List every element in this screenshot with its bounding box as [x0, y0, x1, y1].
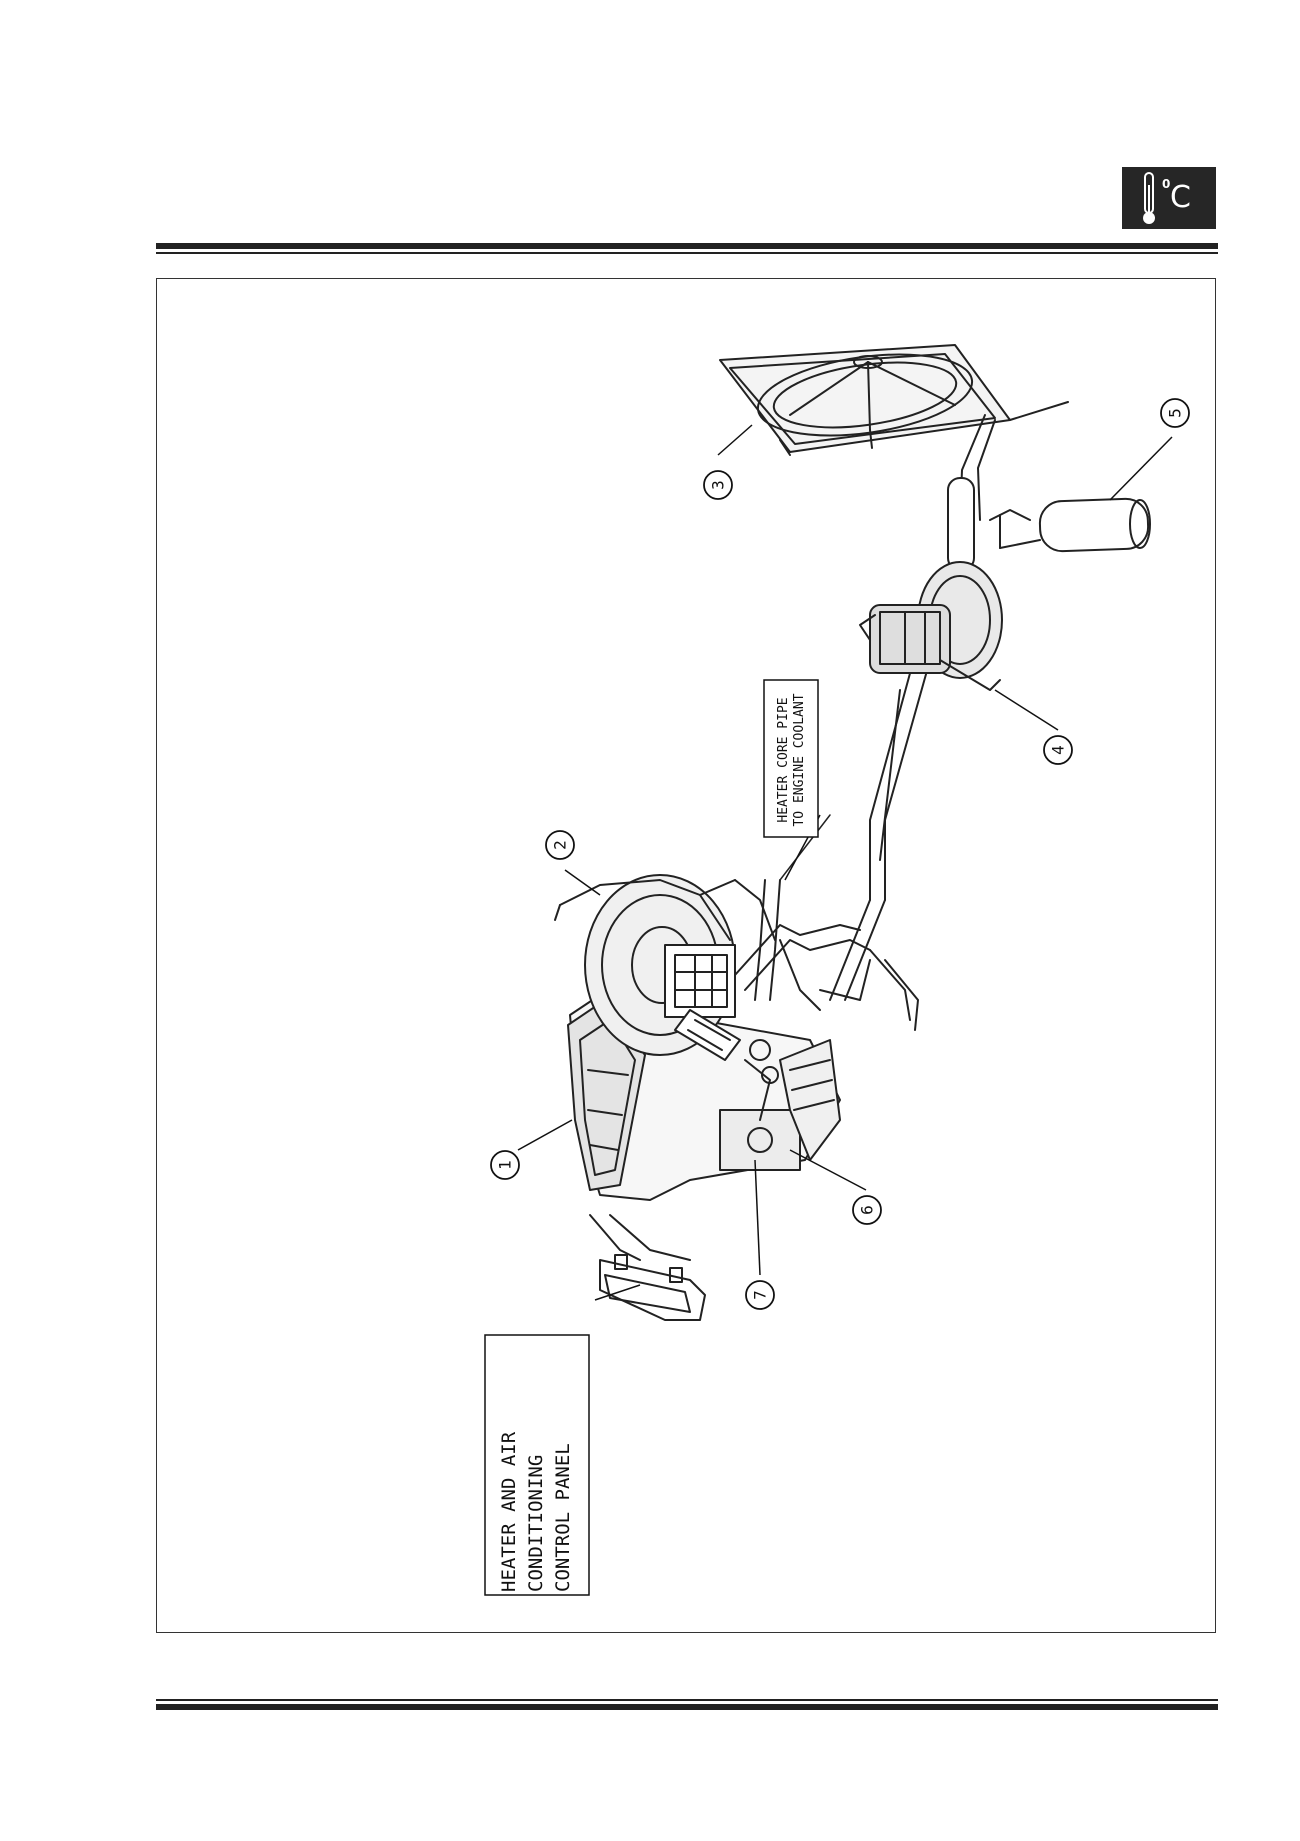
celsius-unit: C: [1170, 180, 1191, 215]
callout-2: 2: [545, 830, 575, 860]
condenser-fan-assembly: [719, 344, 1069, 456]
header-rule-thick: [156, 243, 1218, 249]
thermometer-icon: [1143, 172, 1155, 224]
control-panel-assembly: [589, 1214, 706, 1321]
degree-symbol: 0: [1162, 177, 1171, 191]
blower-motor-housing: [554, 874, 776, 1061]
svg-text:HEATER CORE PIPE: HEATER CORE PIPE: [776, 697, 791, 822]
svg-text:2: 2: [551, 840, 570, 850]
heater-core-pipe-label: HEATER CORE PIPE TO ENGINE COOLANT: [763, 679, 819, 838]
callouts: 1 2 3 4 5 6 7: [490, 398, 1190, 1310]
module-piping: [734, 924, 911, 1121]
temperature-section-badge: 0 C: [1122, 167, 1216, 229]
refrigerant-lines: [829, 414, 996, 1031]
svg-text:7: 7: [751, 1290, 770, 1300]
svg-text:4: 4: [1049, 745, 1068, 755]
svg-text:HEATER AND AIR: HEATER AND AIR: [498, 1431, 520, 1592]
svg-text:CONTROL PANEL: CONTROL PANEL: [552, 1443, 574, 1592]
svg-text:TO ENGINE COOLANT: TO ENGINE COOLANT: [792, 693, 807, 826]
callout-4: 4: [1043, 735, 1073, 765]
footer-rule-thick: [156, 1704, 1218, 1710]
svg-text:6: 6: [858, 1205, 877, 1215]
diagram-frame: [156, 278, 1216, 1633]
leader-lines: [517, 424, 1173, 1301]
compressor: [859, 561, 1003, 691]
heater-core-pipe: [754, 814, 831, 1001]
control-panel-label: HEATER AND AIR CONDITIONING CONTROL PANE…: [484, 1334, 590, 1596]
callout-1: 1: [490, 1150, 520, 1180]
callout-5: 5: [1160, 398, 1190, 428]
callout-6: 6: [852, 1195, 882, 1225]
callout-7: 7: [745, 1280, 775, 1310]
svg-text:CONDITIONING: CONDITIONING: [525, 1455, 547, 1592]
svg-text:1: 1: [496, 1160, 515, 1170]
svg-text:5: 5: [1166, 408, 1185, 418]
svg-text:3: 3: [709, 480, 728, 490]
callout-3: 3: [703, 470, 733, 500]
footer-rule-thin: [156, 1699, 1218, 1701]
receiver-drier: [989, 497, 1151, 553]
header-rule-thin: [156, 252, 1218, 254]
